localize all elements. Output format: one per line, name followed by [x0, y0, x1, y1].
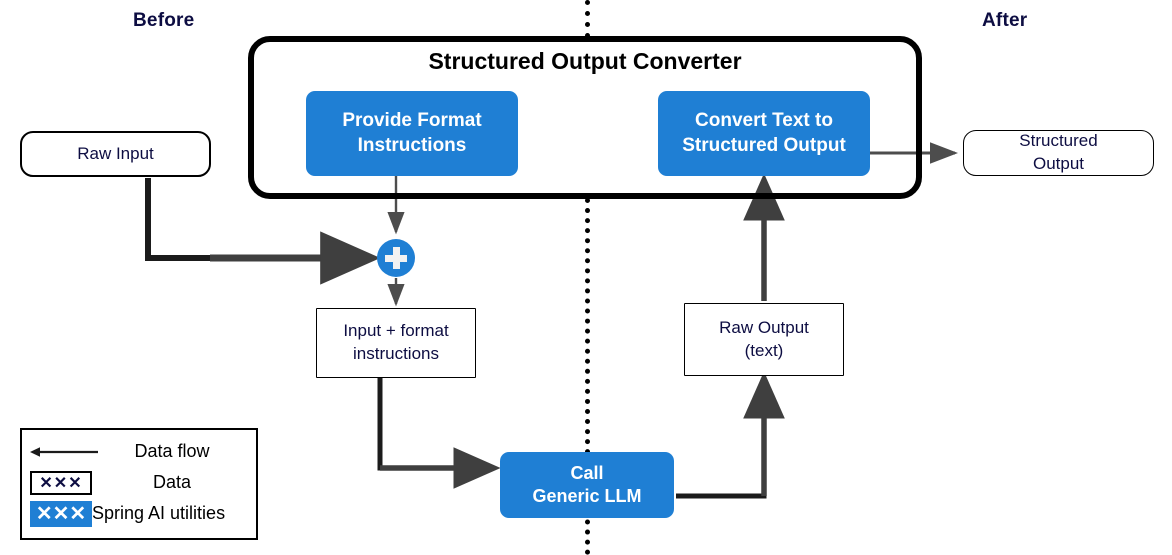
converter-title: Structured Output Converter	[428, 48, 742, 74]
legend-row-data: ✕✕✕ Data	[22, 467, 256, 498]
raw-output-text-box[interactable]: Raw Output (text)	[684, 303, 844, 376]
structured-output-converter-container	[248, 36, 922, 199]
raw-input-box[interactable]: Raw Input	[20, 131, 211, 177]
legend-swatch-arrow-wrap	[22, 445, 100, 459]
legend-swatch-data-wrap: ✕✕✕	[22, 470, 100, 495]
legend-label-data: Data	[152, 472, 192, 492]
provide-format-instructions-box[interactable]: Provide Format Instructions	[306, 91, 518, 176]
structured-output-box[interactable]: Structured Output	[963, 130, 1154, 176]
legend-row-spring-ai-utilities: ✕✕✕ Spring AI utilities	[22, 498, 256, 529]
call-generic-llm-box[interactable]: Call Generic LLM	[500, 452, 674, 518]
legend-label-spring-ai-utilities: Spring AI utilities	[92, 503, 226, 523]
section-header-before: Before	[133, 10, 195, 31]
legend-label-data-flow: Data flow	[134, 441, 210, 461]
data-flow-arrow-icon	[30, 446, 98, 457]
legend-swatch-utility-wrap: ✕✕✕	[22, 500, 96, 527]
legend: Data flow ✕✕✕ Data ✕✕✕ Spring AI utiliti…	[20, 428, 258, 540]
convert-text-to-structured-output-box[interactable]: Convert Text to Structured Output	[658, 91, 870, 176]
section-header-after: After	[982, 10, 1028, 31]
legend-row-data-flow: Data flow	[22, 436, 256, 467]
spring-ai-utility-swatch-icon: ✕✕✕	[30, 500, 92, 527]
before-after-divider	[585, 0, 590, 38]
before-after-divider-lower	[585, 198, 590, 555]
data-swatch-icon: ✕✕✕	[30, 470, 92, 495]
input-plus-format-instructions-box[interactable]: Input + format instructions	[316, 308, 476, 378]
merge-plus-icon	[377, 239, 415, 277]
